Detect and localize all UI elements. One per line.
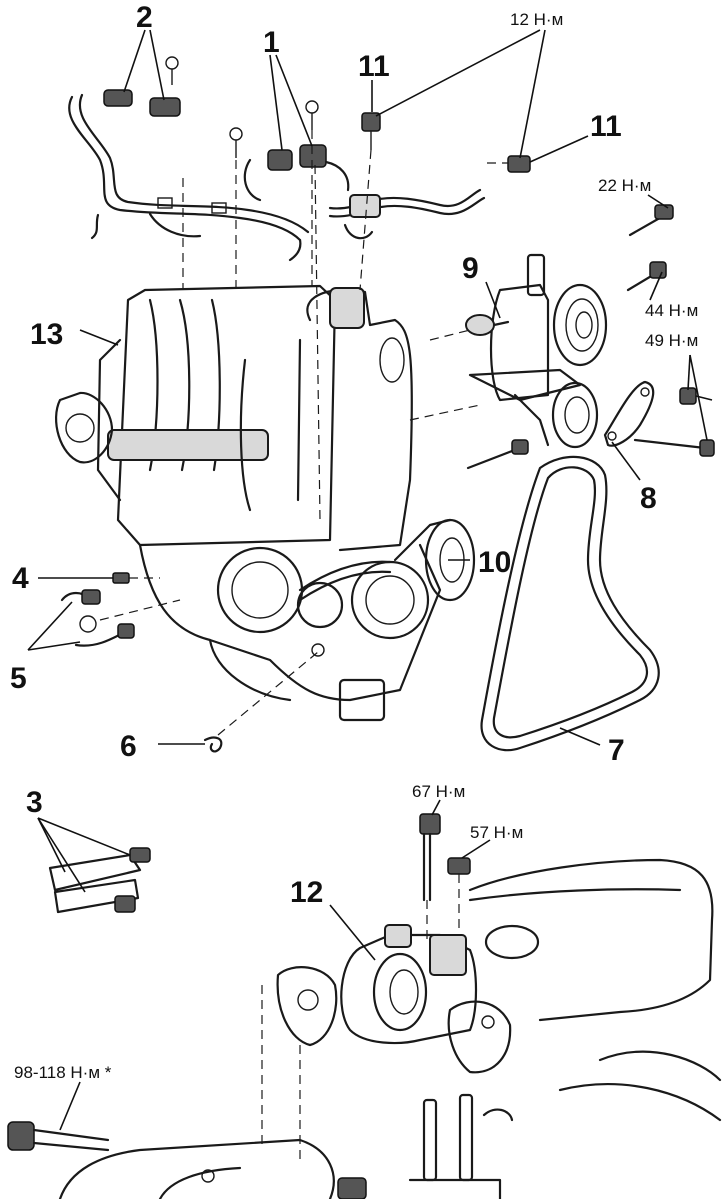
belt-tensioner-bracket-part-8 [603,380,655,447]
wiring-harness-top [68,56,350,262]
torque-98-118: 98-118 Н·м * [14,1063,112,1082]
torque-12: 12 Н·м [510,10,563,29]
callout-8: 8 [640,482,657,515]
callout-13: 13 [30,318,63,351]
callout-9: 9 [462,252,479,285]
torque-57: 57 Н·м [470,823,523,842]
fuel-pipe-part-11 [328,112,531,240]
harness-connector-2a [103,89,133,107]
harness-connector-2b [149,97,181,117]
callout-12: 12 [290,876,323,909]
callout-2: 2 [136,1,153,34]
bracket-part-3 [48,847,151,914]
harness-connector-1b [299,144,327,168]
torque-49: 49 Н·м [645,331,698,350]
harness-connector-1a [267,149,293,171]
callout-4: 4 [12,562,29,595]
callout-10: 10 [478,546,511,579]
callout-5: 5 [10,662,27,695]
callout-11-right: 11 [590,110,622,143]
engine-mount-part-12 [7,813,722,1199]
torque-labels: 12 Н·м 22 Н·м 44 Н·м 49 Н·м 67 Н·м 57 Н·… [14,10,698,1082]
callout-1: 1 [263,26,280,59]
torque-22: 22 Н·м [598,176,651,195]
callout-7: 7 [608,734,625,767]
callout-3: 3 [26,786,43,819]
callout-6: 6 [120,730,137,763]
drive-belt-part-7 [480,455,660,752]
leader-lines [27,29,708,1131]
callout-11-top: 11 [358,50,390,83]
callout-labels: 2 1 11 11 9 13 8 10 4 5 6 7 3 12 [10,1,657,909]
torque-44: 44 Н·м [645,301,698,320]
engine-block [55,130,481,753]
torque-67: 67 Н·м [412,782,465,801]
